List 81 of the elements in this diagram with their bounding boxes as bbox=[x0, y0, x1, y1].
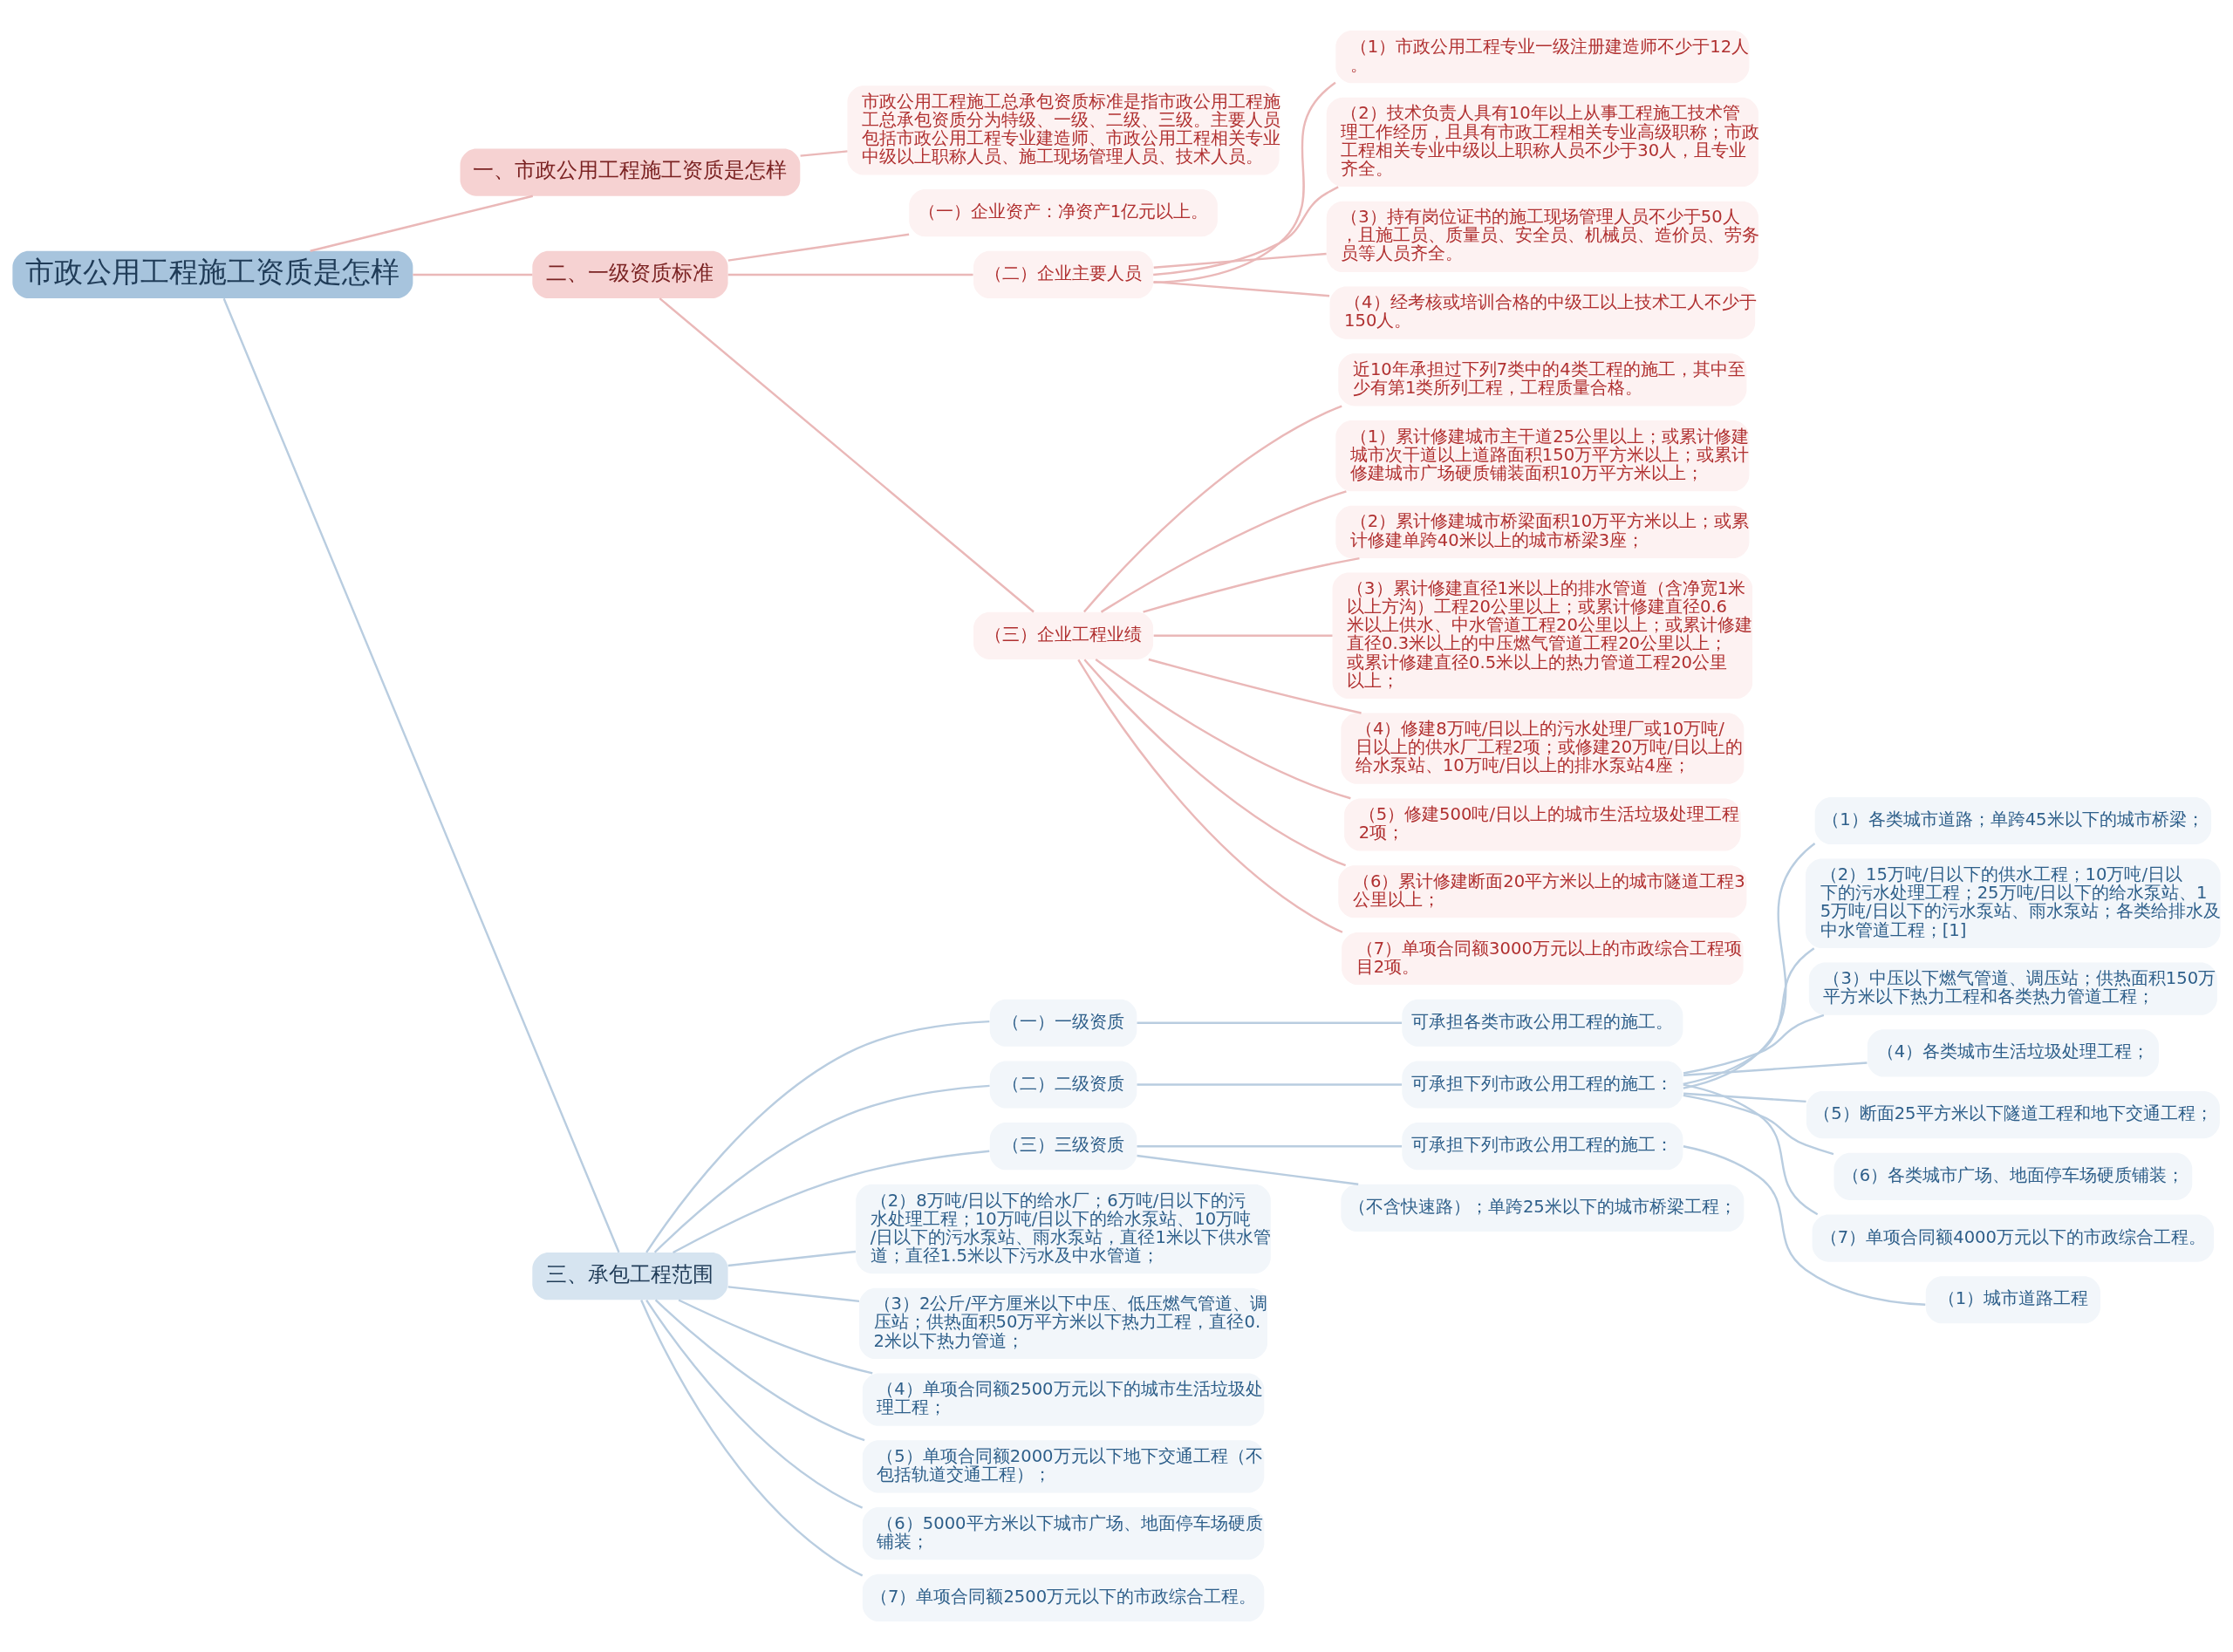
connector bbox=[727, 1286, 860, 1303]
node-box: （三）企业工程业绩 bbox=[973, 611, 1154, 659]
connector bbox=[1153, 186, 1339, 276]
connector bbox=[1683, 1145, 1926, 1306]
connector bbox=[1683, 842, 1816, 1089]
node-box: 可承担下列市政公用工程的施工： bbox=[1402, 1061, 1683, 1109]
node-box: 一、市政公用工程施工资质是怎样 bbox=[460, 148, 801, 196]
node-box: （7）单项合同额3000万元以上的市政综合工程项目2项。 bbox=[1342, 932, 1744, 986]
node-box: （不含快速路）；单跨25米以下的城市桥梁工程； bbox=[1341, 1184, 1745, 1232]
connector bbox=[727, 273, 973, 276]
node-box: （3）2公斤/平方厘米以下中压、低压燃气管道、调压站；供热面积50万平方米以下热力工程，直径0.2米以下热力管道； bbox=[859, 1287, 1268, 1359]
connector bbox=[1683, 1014, 1825, 1075]
node-box: （4）单项合同额2500万元以下的城市生活垃圾处理工程； bbox=[862, 1373, 1265, 1426]
connector bbox=[1153, 252, 1327, 269]
node-box: （1）累计修建城市主干道25公里以上；或累计修建城市次干道以上道路面积150万平方米以上；或累计修建城市广场硬质铺装面积10万平方米以上； bbox=[1335, 420, 1750, 492]
connector bbox=[1137, 1021, 1403, 1024]
connector bbox=[1683, 1062, 1868, 1076]
connector bbox=[1082, 405, 1342, 613]
node-box: 二、一级资质标准 bbox=[532, 250, 728, 298]
node-box: （2）技术负责人具有10年以上从事工程施工技术管理工作经历，且具有市政工程相关专业高级职称；市政工程相关专业中级以上职称人员不少于30人，且专业齐全。 bbox=[1326, 97, 1758, 188]
node-box: （7）单项合同额4000万元以下的市政综合工程。 bbox=[1812, 1214, 2215, 1262]
connector bbox=[310, 195, 534, 252]
connector bbox=[1683, 1092, 1806, 1103]
node-box: （5）修建500吨/日以上的城市生活垃圾处理工程2项； bbox=[1344, 798, 1741, 851]
connector bbox=[1148, 658, 1362, 714]
connector bbox=[673, 1150, 990, 1254]
node-box: （3）累计修建直径1米以上的排水管道（含净宽1米以上方沟）工程20公里以上；或累计修建直径0.6米以上供水、中水管道工程20公里以上；或累计修建直径0.3米以上的中压燃气管道工程20公里以上；或累计修建直径0.5米以上的热力管道工程20公里以上； bbox=[1332, 572, 1753, 699]
node-box: （一）一级资质 bbox=[989, 999, 1137, 1047]
connector bbox=[1143, 556, 1360, 613]
node-box: （6）5000平方米以下城市广场、地面停车场硬质铺装； bbox=[862, 1507, 1265, 1560]
connector bbox=[800, 150, 848, 157]
node-box: （4）各类城市生活垃圾处理工程； bbox=[1867, 1029, 2159, 1077]
node-box: 可承担下列市政公用工程的施工： bbox=[1402, 1123, 1683, 1171]
node-box: （二）二级资质 bbox=[989, 1061, 1137, 1109]
node-box: 市政公用工程施工资质是怎样 bbox=[12, 250, 413, 298]
connector bbox=[1137, 1154, 1359, 1185]
connector bbox=[1100, 490, 1347, 613]
connector bbox=[222, 297, 620, 1253]
connector bbox=[1683, 947, 1815, 1086]
connector bbox=[1137, 1145, 1403, 1148]
connector bbox=[1683, 1083, 1819, 1216]
connector bbox=[659, 297, 1035, 613]
node-box: （2）8万吨/日以下的给水厂；6万吨/日以下的污水处理工程；10万吨/日以下的给水泵站、10万吨/日以下的污水泵站、雨水泵站，直径1米以下供水管道；直径1.5米以下污水及中水管道； bbox=[856, 1184, 1271, 1274]
connector bbox=[727, 1250, 857, 1267]
connector bbox=[645, 1299, 864, 1509]
node-box: （二）企业主要人员 bbox=[973, 250, 1154, 298]
node-box: （5）断面25平方米以下隧道工程和地下交通工程； bbox=[1806, 1091, 2220, 1139]
node-box: （三）三级资质 bbox=[989, 1123, 1137, 1171]
connector bbox=[1077, 659, 1343, 933]
connector bbox=[1137, 1083, 1403, 1086]
connector bbox=[1153, 634, 1333, 637]
node-box: （2）15万吨/日以下的供水工程；10万吨/日以下的污水处理工程；25万吨/日以下的给水泵站、15万吨/日以下的污水泵站、雨水泵站；各类给排水及中水管道工程；[1] bbox=[1806, 858, 2221, 948]
node-box: 三、承包工程范围 bbox=[532, 1253, 728, 1300]
node-box: （1）市政公用工程专业一级注册建造师不少于12人。 bbox=[1335, 31, 1750, 84]
node-box: （4）修建8万吨/日以上的污水处理厂或10万吨/日以上的供水厂工程2项；或修建20万吨/日以上的给水泵站、10万吨/日以上的排水泵站4座； bbox=[1341, 713, 1745, 784]
node-box: （5）单项合同额2000万元以下地下交通工程（不包括轨道交通工程）； bbox=[862, 1440, 1265, 1493]
node-box: 可承担各类市政公用工程的施工。 bbox=[1402, 999, 1683, 1047]
node-box: （4）经考核或培训合格的中级工以上技术工人不少于150人。 bbox=[1329, 286, 1756, 339]
connector bbox=[640, 1300, 864, 1577]
connector bbox=[1153, 280, 1330, 297]
connector bbox=[653, 1084, 990, 1253]
node-box: （6）累计修建断面20平方米以上的城市隧道工程3公里以上； bbox=[1338, 865, 1747, 918]
connector bbox=[1153, 81, 1336, 283]
connector bbox=[727, 233, 910, 262]
node-box: （3）中压以下燃气管道、调压站；供热面积150万平方米以下热力工程和各类热力管道工程； bbox=[1808, 962, 2217, 1015]
connector bbox=[1083, 659, 1347, 867]
connector bbox=[678, 1299, 873, 1375]
connector bbox=[1095, 659, 1351, 800]
connector bbox=[654, 1299, 865, 1442]
node-box: （1）各类城市道路；单跨45米以下的城市桥梁； bbox=[1814, 796, 2212, 845]
connector bbox=[413, 273, 533, 276]
node-box: （6）各类城市广场、地面停车场硬质铺装； bbox=[1834, 1152, 2193, 1200]
node-box: （3）持有岗位证书的施工现场管理人员不少于50人，且施工员、质量员、安全员、机械员、造价员、劳务员等人员齐全。 bbox=[1326, 201, 1758, 272]
node-box: （7）单项合同额2500万元以下的市政综合工程。 bbox=[862, 1573, 1265, 1621]
node-box: （2）累计修建城市桥梁面积10万平方米以上；或累计修建单跨40米以上的城市桥梁3座； bbox=[1335, 505, 1750, 558]
connector bbox=[645, 1020, 990, 1253]
node-box: （一）企业资产：净资产1亿元以上。 bbox=[909, 189, 1218, 237]
connector bbox=[1683, 1094, 1834, 1156]
node-box: 市政公用工程施工总承包资质标准是指市政公用工程施工总承包资质分为特级、一级、二级、三级。主要人员包括市政公用工程专业建造师、市政公用工程相关专业中级以上职称人员、施工现场管理人员、技术人员。 bbox=[847, 85, 1280, 175]
node-box: 近10年承担过下列7类中的4类工程的施工，其中至少有第1类所列工程，工程质量合格。 bbox=[1338, 353, 1747, 406]
node-box: （1）城市道路工程 bbox=[1925, 1276, 2100, 1324]
